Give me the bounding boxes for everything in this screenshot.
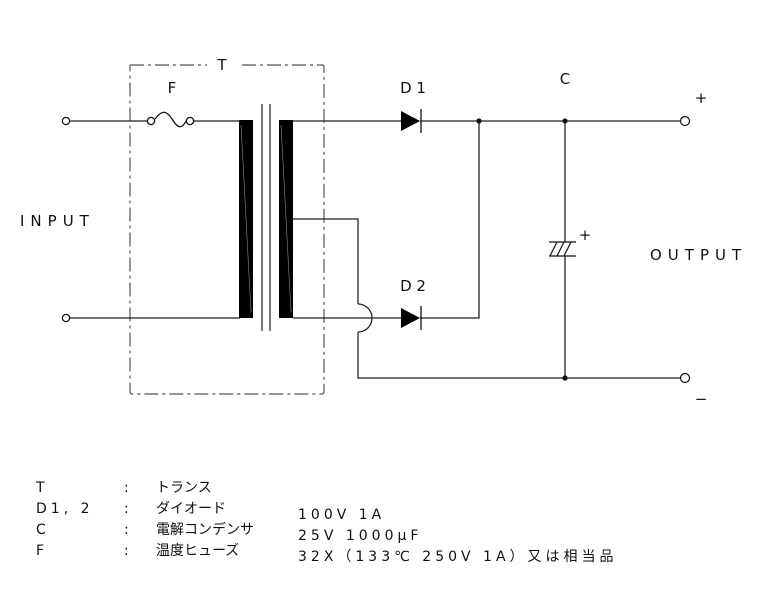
output-label: OUTPUT (650, 246, 747, 264)
wire-d2-to-rail (420, 121, 480, 319)
wire-center-tap (293, 218, 359, 304)
diode-d2-label: D 2 (400, 277, 426, 295)
fuse-symbol (146, 111, 195, 128)
junction-dot (562, 118, 568, 124)
input-terminal-top[interactable] (61, 116, 71, 126)
output-terminal-negative[interactable] (679, 372, 691, 384)
legend-symbol: T (36, 480, 49, 496)
transformer-frame (129, 64, 325, 395)
legend-part-name: 電解コンデンサ (156, 522, 254, 538)
legend-part-name: トランス (156, 480, 212, 496)
legend-part-name: ダイオード (156, 501, 226, 517)
capacitor-symbol (549, 241, 576, 257)
fuse-label: F (168, 79, 177, 97)
legend-colon: : (124, 501, 129, 517)
junction-dot (476, 118, 482, 124)
legend-spec: 25V 1000μF (298, 528, 423, 544)
legend-symbol: C (36, 522, 50, 538)
output-plus-label: + (695, 89, 708, 107)
diode-d2 (401, 306, 422, 330)
transformer-label: T (216, 56, 227, 74)
output-terminal-positive[interactable] (679, 115, 691, 127)
diode-d1 (401, 109, 422, 133)
legend-spec: 32X（133℃ 250V 1A）又は相当品 (298, 549, 618, 565)
legend-part-name: 温度ヒューズ (156, 543, 240, 559)
junction-dot (562, 375, 568, 381)
legend-spec: 100V 1A (298, 507, 386, 523)
legend-colon: : (124, 543, 129, 559)
legend-symbol: F (36, 543, 49, 559)
capacitor-label: C (560, 70, 570, 88)
transformer-symbol (239, 104, 293, 331)
diode-d1-label: D 1 (400, 79, 426, 97)
input-terminal-bottom[interactable] (61, 313, 71, 323)
input-label: INPUT (20, 212, 95, 230)
legend-symbol: D1, 2 (36, 501, 94, 517)
legend-colon: : (124, 522, 129, 538)
capacitor-polarity-label: + (579, 226, 592, 244)
output-minus-label: − (695, 390, 708, 408)
legend-colon: : (124, 480, 129, 496)
wire-negative-rail (357, 332, 680, 379)
